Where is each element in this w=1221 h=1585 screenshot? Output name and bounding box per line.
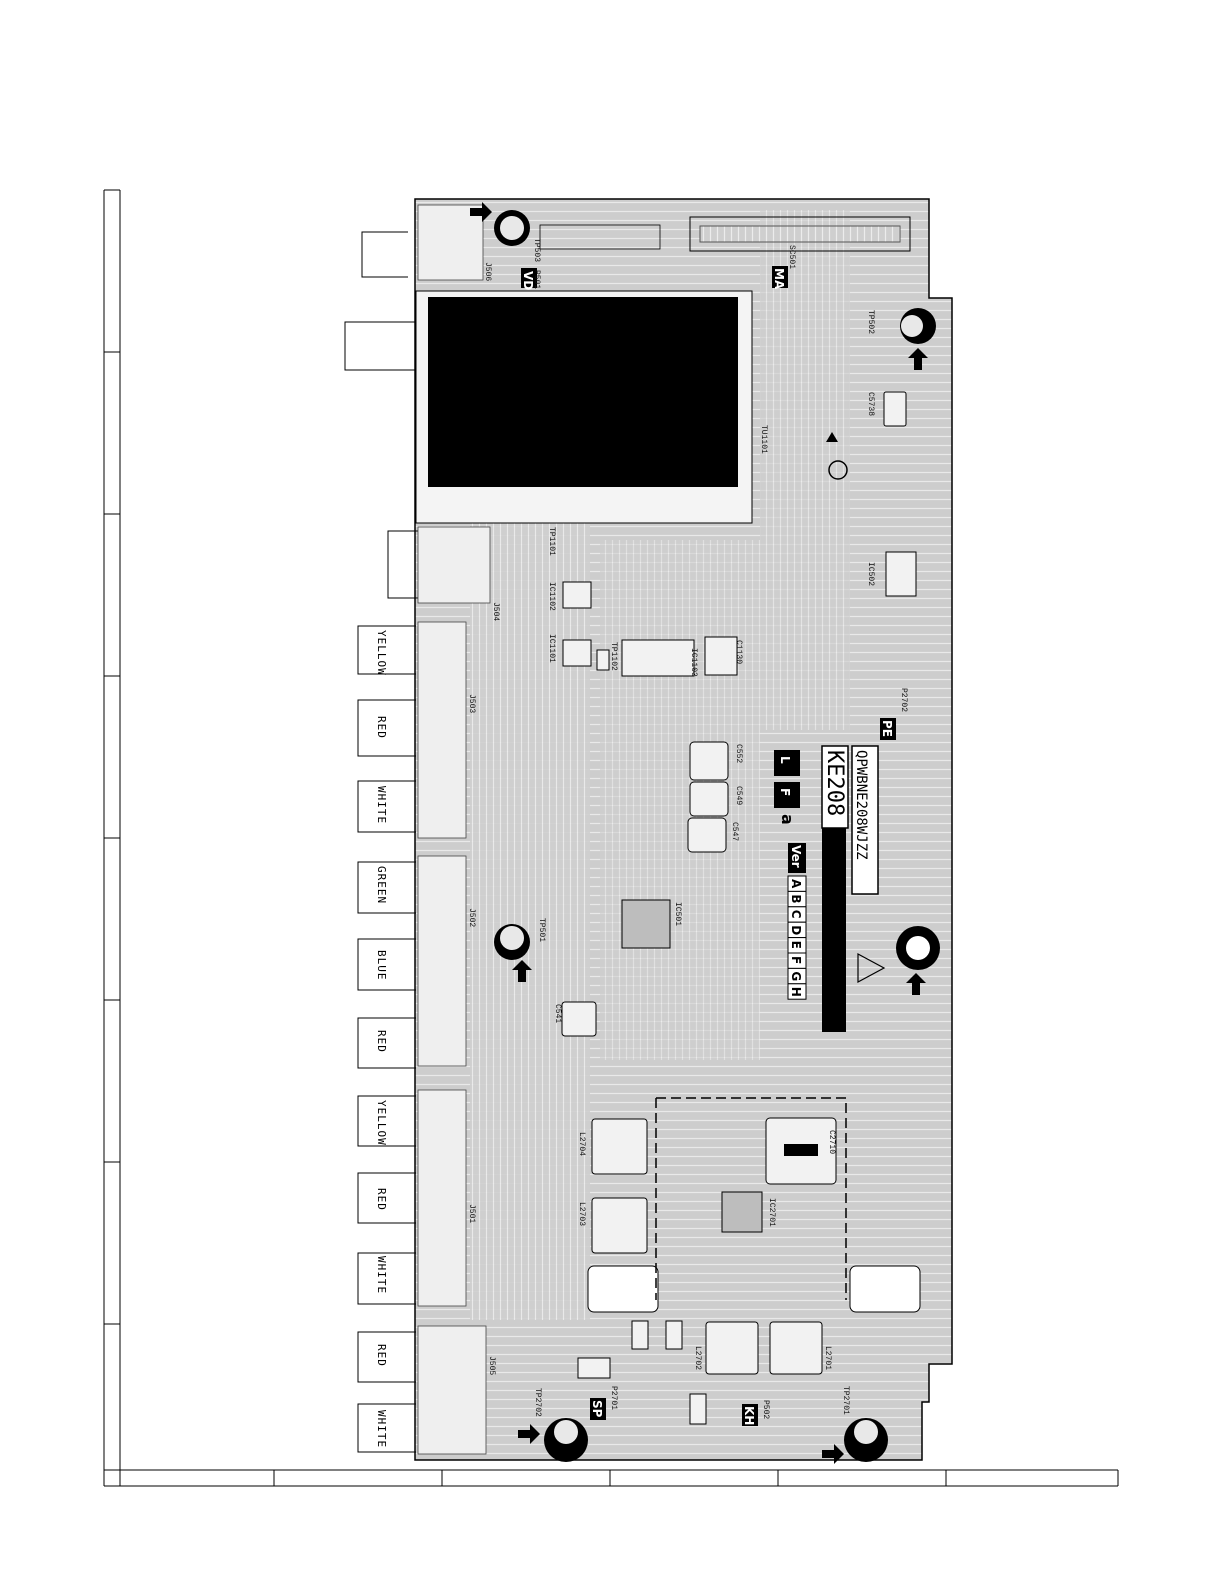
ic-chips bbox=[562, 551, 917, 1233]
ref-ic2701: IC2701 bbox=[767, 1198, 776, 1227]
jack-label-red: RED bbox=[375, 716, 388, 739]
lf-letter-a: a bbox=[778, 814, 797, 825]
jack-label-red: RED bbox=[375, 1188, 388, 1211]
ref-c541: C541 bbox=[553, 1004, 562, 1023]
jack-label-green: GREEN bbox=[375, 866, 388, 904]
ref-ic1101: IC1101 bbox=[547, 634, 556, 663]
tag-ma: MA bbox=[772, 266, 788, 290]
jack-bodies bbox=[417, 204, 491, 1455]
tag-pe: PE bbox=[880, 718, 896, 740]
ref-c1130: C1130 bbox=[734, 640, 743, 664]
version-letter: E bbox=[789, 941, 803, 949]
ref-tu1101: TU1101 bbox=[759, 425, 768, 454]
tuner-tu1101: TU1101 bbox=[415, 290, 768, 524]
ref-ic501: IC501 bbox=[673, 902, 682, 926]
ref-l2703: L2703 bbox=[577, 1202, 586, 1226]
version-letter: A bbox=[789, 879, 803, 889]
svg-text:VD: VD bbox=[521, 271, 535, 290]
ref-c549: C549 bbox=[734, 786, 743, 805]
ref-c547: C547 bbox=[730, 822, 739, 841]
ref-tp502: TP502 bbox=[866, 310, 875, 334]
jack-label-white: WHITE bbox=[375, 1256, 388, 1294]
version-letter: F bbox=[789, 956, 803, 964]
shield-outline bbox=[655, 1097, 847, 1300]
ref-ic1102: IC1102 bbox=[547, 582, 556, 611]
ref-tp1102: TP1102 bbox=[609, 642, 618, 671]
svg-text:SP: SP bbox=[590, 1400, 604, 1418]
ref-l2701: L2701 bbox=[823, 1346, 832, 1370]
reference-designators: TP503 P501 SC501 TP502 C5738 IC502 P2702… bbox=[532, 238, 908, 1419]
trace-area-top bbox=[760, 210, 850, 730]
ref-j504: J504 bbox=[491, 602, 500, 621]
model-box: KE208 bbox=[821, 745, 849, 829]
version-letter: G bbox=[789, 971, 803, 981]
capacitors-inductors bbox=[561, 391, 907, 1425]
ref-p502: P502 bbox=[761, 1400, 770, 1419]
version-letter-box bbox=[787, 983, 807, 1000]
ref-j505: J505 bbox=[487, 1356, 496, 1375]
trace-area-center bbox=[600, 540, 760, 1060]
version-letter: B bbox=[789, 894, 803, 903]
lf-letter-l: L bbox=[778, 756, 792, 764]
ref-c5738: C5738 bbox=[866, 392, 875, 416]
jack-label-blue: BLUE bbox=[375, 950, 388, 981]
ref-sc501: SC501 bbox=[787, 245, 796, 269]
ref-tp1101: TP1101 bbox=[547, 527, 556, 556]
ref-l2702: L2702 bbox=[693, 1346, 702, 1370]
ref-p2702: P2702 bbox=[899, 688, 908, 712]
lf-marking: L F a bbox=[774, 750, 800, 825]
version-label: Ver bbox=[789, 845, 803, 868]
ref-c552: C552 bbox=[734, 744, 743, 763]
jack-label-white: WHITE bbox=[375, 1410, 388, 1448]
connector-brackets bbox=[344, 231, 420, 1453]
ref-j506: J506 bbox=[483, 262, 492, 281]
svg-text:KH: KH bbox=[742, 1406, 756, 1425]
part-number-box: QPWBNE208WJZZ bbox=[851, 745, 879, 895]
tag-kh: KH bbox=[742, 1404, 758, 1426]
version-letter: H bbox=[789, 987, 803, 997]
ref-c2710: C2710 bbox=[827, 1130, 836, 1154]
ref-j501: J501 bbox=[467, 1204, 476, 1223]
capacitor-c2710-body bbox=[784, 1144, 818, 1156]
ref-ic1103: IC1103 bbox=[689, 648, 698, 677]
connector-sc501 bbox=[689, 216, 911, 252]
jack-label-yellow: YELLOW bbox=[375, 1100, 388, 1146]
ref-j503: J503 bbox=[467, 694, 476, 713]
ref-l2704: L2704 bbox=[577, 1132, 586, 1156]
svg-text:MA: MA bbox=[772, 268, 786, 290]
ref-j502: J502 bbox=[467, 908, 476, 927]
ref-tp503: TP503 bbox=[532, 238, 541, 262]
ref-ic502: IC502 bbox=[866, 562, 875, 586]
part-number: QPWBNE208WJZZ bbox=[853, 750, 869, 860]
lf-letter-f: F bbox=[778, 788, 792, 796]
version-letter: D bbox=[789, 925, 803, 935]
version-letter: C bbox=[789, 910, 803, 919]
ref-tp2702: TP2702 bbox=[533, 1388, 542, 1417]
ul-mark bbox=[826, 432, 848, 480]
model-number: KE208 bbox=[822, 750, 847, 816]
connector-p501 bbox=[539, 224, 661, 250]
jack-label-red: RED bbox=[375, 1030, 388, 1053]
ref-tp501: TP501 bbox=[537, 918, 546, 942]
jack-label-white: WHITE bbox=[375, 786, 388, 824]
svg-text:PE: PE bbox=[880, 720, 894, 737]
jack-label-red: RED bbox=[375, 1344, 388, 1367]
test-points bbox=[470, 202, 940, 1464]
tag-sp: SP bbox=[590, 1398, 606, 1420]
ref-p2701: P2701 bbox=[609, 1386, 618, 1410]
sheet-frame bbox=[103, 189, 1119, 1487]
ref-tp2701: TP2701 bbox=[841, 1386, 850, 1415]
ref-p501: P501 bbox=[532, 270, 541, 289]
slot-cutouts bbox=[587, 1265, 921, 1313]
tag-vd: VD bbox=[521, 268, 537, 290]
caution-triangle-icon bbox=[857, 952, 886, 984]
label-bar bbox=[822, 828, 846, 1032]
jack-label-yellow: YELLOW bbox=[375, 630, 388, 676]
